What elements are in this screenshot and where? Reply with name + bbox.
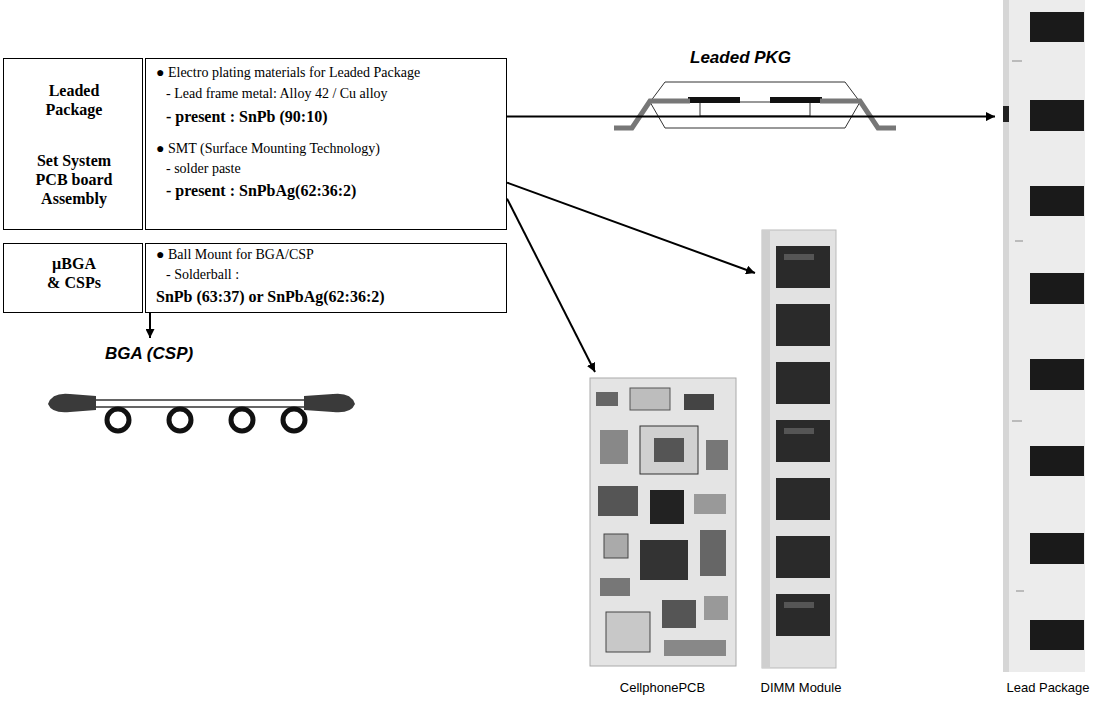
box-text: - solder paste bbox=[166, 161, 501, 178]
lead-package-photo bbox=[1003, 0, 1085, 672]
figure-title: Leaded PKG bbox=[690, 48, 830, 68]
dimm-module-photo bbox=[762, 230, 836, 668]
leaded-package-drawing bbox=[614, 82, 896, 128]
figure-caption: BGA (CSP) bbox=[105, 344, 235, 364]
box-text: - Solderball : bbox=[166, 267, 501, 284]
arrow-connector bbox=[149, 313, 151, 338]
box-text: - Lead frame metal: Alloy 42 / Cu alloy bbox=[166, 86, 501, 103]
category-box: Leaded PackageSet System PCB board Assem… bbox=[3, 58, 143, 230]
box-text: ● SMT (Surface Mounting Technology) bbox=[156, 141, 501, 158]
box-text: SnPb (63:37) or SnPbAg(62:36:2) bbox=[156, 287, 501, 306]
dimm-figure: DIMM Module bbox=[755, 228, 847, 700]
material-box: ● Electro plating materials for Leaded P… bbox=[145, 58, 507, 230]
arrow-connector bbox=[507, 116, 995, 118]
figure-caption: DIMM Module bbox=[755, 680, 847, 696]
figure-caption: Lead Package bbox=[995, 680, 1101, 696]
arrow-connector bbox=[507, 199, 595, 372]
figure-caption: CellphonePCB bbox=[585, 680, 740, 696]
box-text: ● Ball Mount for BGA/CSP bbox=[156, 247, 501, 264]
category-box: µBGA & CSPs bbox=[3, 243, 143, 313]
pcb-figure: CellphonePCB bbox=[585, 372, 740, 700]
arrow-connector bbox=[507, 183, 755, 273]
cellphone-pcb-photo bbox=[590, 378, 736, 666]
box-text: - present : SnPbAg(62:36:2) bbox=[166, 181, 501, 200]
box-text: ● Electro plating materials for Leaded P… bbox=[156, 65, 501, 82]
bga-drawing bbox=[48, 394, 355, 431]
box-text: µBGA & CSPs bbox=[45, 254, 103, 292]
material-box: ● Ball Mount for BGA/CSP - Solderball : Sn… bbox=[145, 243, 507, 313]
box-text: Leaded Package bbox=[19, 81, 129, 119]
bga-figure: BGA (CSP) bbox=[40, 338, 370, 448]
box-text: Set System PCB board Assembly bbox=[19, 151, 129, 209]
box-text: - present : SnPb (90:10) bbox=[166, 107, 501, 126]
lead-package-figure: Lead Package bbox=[995, 2, 1101, 700]
